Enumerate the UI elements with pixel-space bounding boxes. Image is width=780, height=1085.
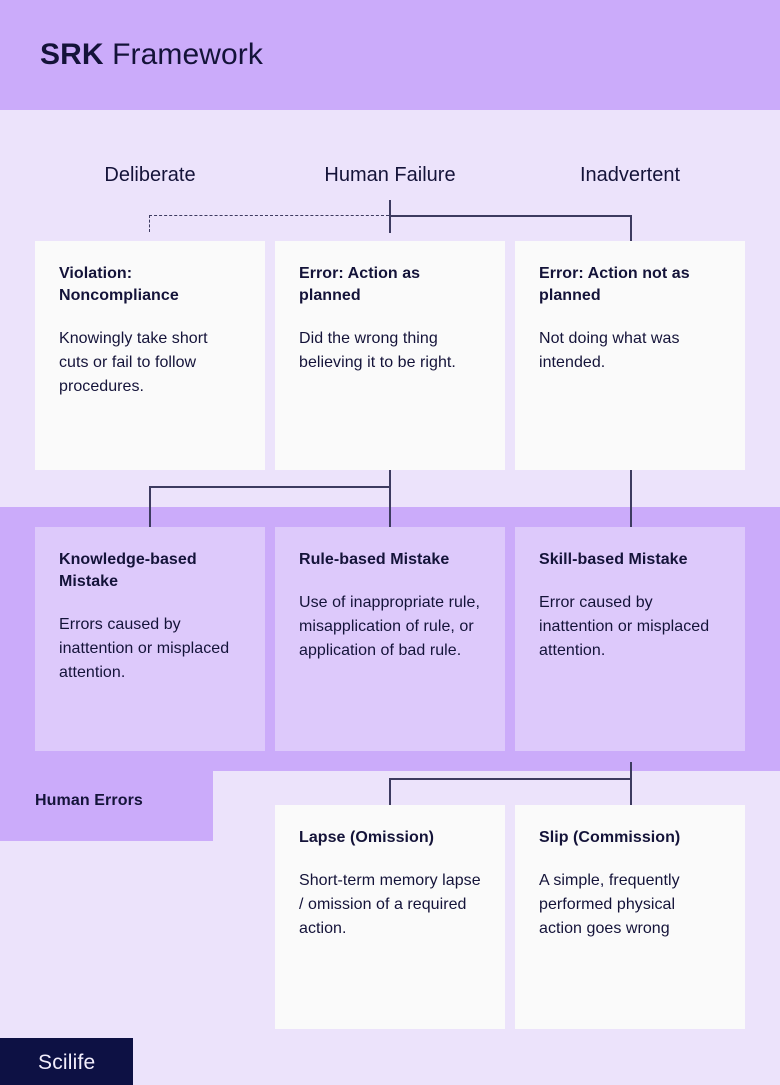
connector-vertical-middle-right <box>630 470 632 527</box>
connector-horizontal-bottom <box>389 778 631 780</box>
card-knowledge-based-mistake[interactable]: Knowledge-based Mistake Errors caused by… <box>35 527 265 751</box>
card-title: Lapse (Omission) <box>299 829 435 846</box>
card-title: Rule-based Mistake <box>299 551 450 568</box>
card-body: Errors caused by inattention or misplace… <box>59 616 230 681</box>
card-violation-noncompliance[interactable]: Violation: Noncompliance Knowingly take … <box>35 241 265 470</box>
card-error-action-not-as-planned[interactable]: Error: Action not as planned Not doing w… <box>515 241 745 470</box>
card-body: A simple, frequently performed physical … <box>539 872 680 937</box>
connector-vertical-bottom-right <box>630 762 632 806</box>
header-bar: SRK Framework <box>0 0 780 110</box>
connector-horizontal-top <box>389 215 631 217</box>
connector-vertical-top-middle <box>389 200 391 233</box>
card-skill-based-mistake[interactable]: Skill-based Mistake Error caused by inat… <box>515 527 745 751</box>
human-errors-label: Human Errors <box>35 792 143 809</box>
column-label-human-failure: Human Failure <box>324 164 456 186</box>
card-rule-based-mistake[interactable]: Rule-based Mistake Use of inappropriate … <box>275 527 505 751</box>
connector-vertical-top-right <box>630 215 632 241</box>
card-body: Short-term memory lapse / omission of a … <box>299 872 481 937</box>
connector-horizontal-middle <box>149 486 390 488</box>
card-title: Slip (Commission) <box>539 829 681 846</box>
card-title: Violation: Noncompliance <box>59 265 179 304</box>
connector-vertical-bottom-left <box>389 778 391 805</box>
card-error-action-as-planned[interactable]: Error: Action as planned Did the wrong t… <box>275 241 505 470</box>
page-title-strong: SRK <box>40 38 104 71</box>
connector-vertical-middle-left <box>149 486 151 527</box>
card-lapse-omission[interactable]: Lapse (Omission) Short-term memory lapse… <box>275 805 505 1029</box>
card-title: Error: Action not as planned <box>539 265 690 304</box>
card-body: Not doing what was intended. <box>539 330 680 371</box>
page-title-light: Framework <box>112 38 263 71</box>
card-title: Knowledge-based Mistake <box>59 551 197 590</box>
connector-dashed-stub-deliberate <box>149 215 150 232</box>
card-slip-commission[interactable]: Slip (Commission) A simple, frequently p… <box>515 805 745 1029</box>
card-title: Skill-based Mistake <box>539 551 688 568</box>
column-label-deliberate: Deliberate <box>104 164 196 186</box>
brand-name: Scilife <box>38 1051 96 1074</box>
card-title: Error: Action as planned <box>299 265 421 304</box>
human-errors-band-step <box>0 771 213 841</box>
connector-dashed-horizontal-top <box>149 215 389 216</box>
card-body: Did the wrong thing believing it to be r… <box>299 330 456 371</box>
page-title: SRK Framework <box>40 36 263 74</box>
card-body: Use of inappropriate rule, misapplicatio… <box>299 594 480 659</box>
connector-vertical-middle-center <box>389 470 391 527</box>
card-body: Error caused by inattention or misplaced… <box>539 594 710 659</box>
footer-logo: Scilife <box>0 1038 133 1085</box>
card-body: Knowingly take short cuts or fail to fol… <box>59 330 208 395</box>
column-label-inadvertent: Inadvertent <box>579 164 681 186</box>
